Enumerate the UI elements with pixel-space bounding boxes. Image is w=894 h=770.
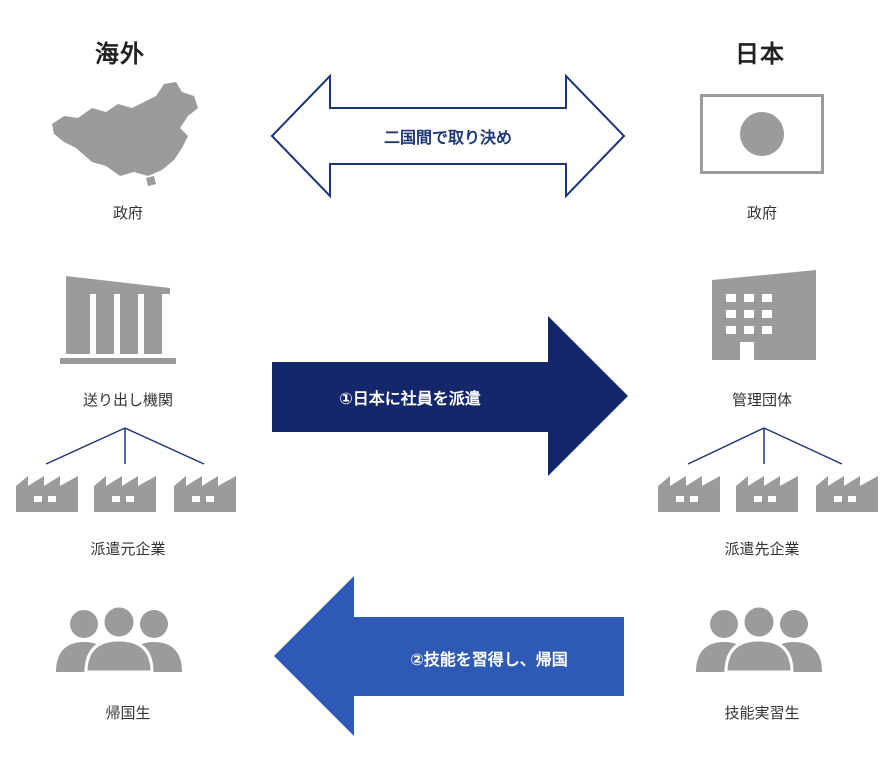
returnee-label: 帰国生 [105,704,151,722]
trainee-label: 技能実習生 [724,704,800,722]
factory-icon [174,476,236,512]
agreement-arrow-label: 二国間で取り決め [383,128,512,147]
sending-org-label: 送り出し機関 [82,391,173,409]
host-company-label: 派遣先企業 [724,540,800,558]
factory-icon [658,476,720,512]
columns-building-icon [60,276,176,364]
heading-japan: 日本 [735,40,785,68]
people-group-icon [56,604,182,674]
factory-icon [94,476,156,512]
factory-icon [16,476,78,512]
japan-government-label: 政府 [746,204,777,222]
heading-overseas: 海外 [95,40,145,68]
dispatch-arrow-label: ①日本に社員を派遣 [339,389,481,408]
japan-flag-icon [700,94,824,174]
china-map-icon [52,82,198,186]
people-group-icon [696,604,822,674]
return-arrow-label: ②技能を習得し、帰国 [410,650,568,669]
office-building-icon [712,270,816,360]
overseas-government-label: 政府 [112,204,143,222]
factory-icon [736,476,798,512]
dispatch-company-label: 派遣元企業 [90,540,166,558]
factory-icon [816,476,878,512]
supervising-org-label: 管理団体 [731,391,792,409]
